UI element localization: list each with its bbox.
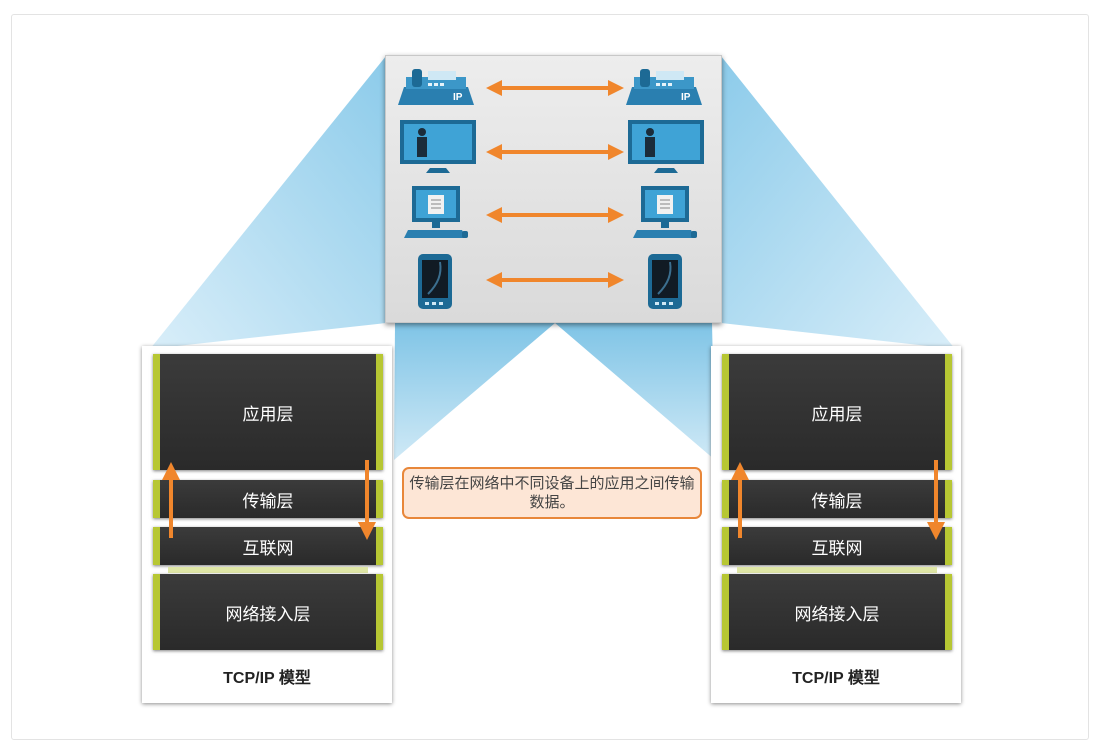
smartphone-icon: [418, 254, 452, 309]
transport-layer: 传输层: [153, 480, 383, 518]
double-arrow-icon: [486, 80, 624, 96]
ip-phone-icon: IP: [398, 69, 474, 105]
ip-phone-icon: IP: [626, 69, 702, 105]
up-arrow-icon: [731, 462, 749, 538]
down-arrow-icon: [358, 460, 376, 540]
down-arrow-icon: [927, 460, 945, 540]
center-beam-left: [394, 323, 555, 460]
model-title: TCP/IP 模型: [223, 670, 311, 687]
double-arrow-icon: [486, 144, 624, 160]
data-flow-arrows: [162, 460, 376, 540]
double-arrow-icon: [486, 272, 624, 288]
left-beam: [150, 56, 386, 349]
internet-layer-label: 互联网: [811, 538, 863, 558]
application-layer-label: 应用层: [242, 404, 294, 424]
video-monitor-icon: [400, 120, 476, 173]
layer-separator: [168, 567, 368, 573]
tcpip-stack-right: 应用层 传输层 互联网 网络接入层 TCP/IP 模型: [711, 346, 961, 703]
data-flow-arrows: [731, 460, 945, 540]
transport-layer: 传输层: [722, 480, 952, 518]
desktop-computer-icon: [633, 186, 697, 238]
video-monitor-icon: [628, 120, 704, 173]
transport-layer-label: 传输层: [242, 491, 294, 511]
ip-label: IP: [453, 92, 463, 103]
right-beam: [721, 56, 955, 349]
network-access-layer-label: 网络接入层: [794, 604, 880, 624]
device-panel: IP IP: [385, 55, 722, 323]
double-arrow-icon: [486, 207, 624, 223]
network-access-layer: 网络接入层: [722, 574, 952, 650]
up-arrow-icon: [162, 462, 180, 538]
desktop-computer-icon: [404, 186, 468, 238]
smartphone-icon: [648, 254, 682, 309]
center-beam-right: [555, 323, 715, 460]
layer-separator: [737, 567, 937, 573]
transport-layer-label: 传输层: [811, 491, 863, 511]
internet-layer-label: 互联网: [242, 538, 294, 558]
internet-layer: 互联网: [153, 527, 383, 565]
internet-layer: 互联网: [722, 527, 952, 565]
application-layer-label: 应用层: [811, 404, 863, 424]
application-layer: 应用层: [153, 354, 383, 470]
transport-layer-callout: 传输层在网络中不同设备上的应用之间传输数据。: [402, 467, 702, 519]
application-layer: 应用层: [722, 354, 952, 470]
ip-label: IP: [681, 92, 691, 103]
network-access-layer-label: 网络接入层: [225, 604, 311, 624]
tcpip-stack-left: 应用层 传输层 互联网 网络接入层 TCP/IP 模型: [142, 346, 392, 703]
network-access-layer: 网络接入层: [153, 574, 383, 650]
model-title: TCP/IP 模型: [792, 670, 880, 687]
